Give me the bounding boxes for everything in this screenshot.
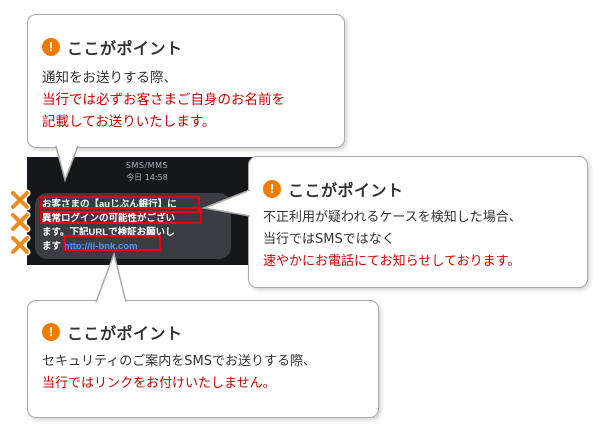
callout-tail bbox=[95, 251, 127, 303]
exclamation-circle-icon: ! bbox=[263, 180, 281, 198]
callout-body: 不正利用が疑われるケースを検知した場合、 当行ではSMSではなく 速やかにお電話… bbox=[263, 207, 522, 273]
sms-time: 今日 14:58 bbox=[126, 173, 168, 182]
callout-header: ! ここがポイント bbox=[42, 35, 183, 59]
sms-line: お客さまの【auじぶん銀行】に bbox=[42, 199, 177, 210]
callout-text: 当行ではSMSではなく bbox=[263, 232, 395, 247]
callout-body: 通知をお送りする際、 当行では必ずお客さまご自身のお名前を 記載してお送りいたし… bbox=[42, 67, 285, 133]
callout-title: ここがポイント bbox=[67, 39, 183, 58]
callout-header: ! ここがポイント bbox=[42, 320, 183, 344]
highlight-box-link bbox=[63, 235, 161, 251]
callout-sms-policy: ! ここがポイント 不正利用が疑われるケースを検知した場合、 当行ではSMSでは… bbox=[248, 156, 588, 288]
callout-body: セキュリティのご案内をSMSでお送りする際、 当行ではリンクをお付けいたしません… bbox=[42, 351, 316, 395]
callout-name-point: ! ここがポイント 通知をお送りする際、 当行では必ずお客さまご自身のお名前を … bbox=[27, 14, 345, 148]
orange-x-icon bbox=[9, 211, 31, 233]
sms-line-prefix: ます bbox=[42, 241, 64, 252]
exclamation-circle-icon: ! bbox=[42, 323, 60, 341]
orange-x-icon bbox=[9, 234, 31, 256]
sms-line: 異常ログインの可能性がござい bbox=[42, 213, 176, 224]
callout-header: ! ここがポイント bbox=[263, 177, 404, 201]
tail-joint bbox=[247, 191, 251, 215]
callout-title: ここがポイント bbox=[67, 324, 183, 343]
highlight-box-name bbox=[40, 196, 200, 213]
callout-tail bbox=[201, 189, 251, 217]
exclamation-circle-icon: ! bbox=[42, 38, 60, 56]
callout-title: ここがポイント bbox=[288, 181, 404, 200]
callout-highlight-text: 当行ではリンクをお付けいたしません。 bbox=[42, 376, 276, 391]
sms-app-name: SMS/MMS bbox=[125, 161, 169, 170]
callout-text: 不正利用が疑われるケースを検知した場合、 bbox=[263, 210, 522, 225]
callout-tail bbox=[55, 145, 79, 183]
sms-link[interactable]: http://ji-bnk.com bbox=[63, 241, 138, 252]
callout-highlight-text: 速やかにお電話にてお知らせしております。 bbox=[263, 254, 521, 269]
highlight-box-suspicious bbox=[40, 207, 202, 224]
callout-text: 通知をお送りする際、 bbox=[42, 70, 177, 86]
callout-link-policy: ! ここがポイント セキュリティのご案内をSMSでお送りする際、 当行ではリンク… bbox=[27, 300, 379, 418]
orange-x-icon bbox=[9, 189, 31, 211]
sms-message-text: お客さまの【auじぶん銀行】に 異常ログインの可能性がござい ます。下記URLで… bbox=[42, 198, 177, 254]
callout-text: セキュリティのご案内をSMSでお送りする際、 bbox=[42, 354, 316, 369]
sms-line: ます。下記URLで検証お願いし bbox=[42, 227, 175, 238]
sms-line: ます http://ji-bnk.com bbox=[42, 240, 177, 254]
callout-highlight-text: 記載してお送りいたします。 bbox=[42, 114, 216, 130]
callout-highlight-text: 当行では必ずお客さまご自身のお名前を bbox=[42, 92, 285, 108]
